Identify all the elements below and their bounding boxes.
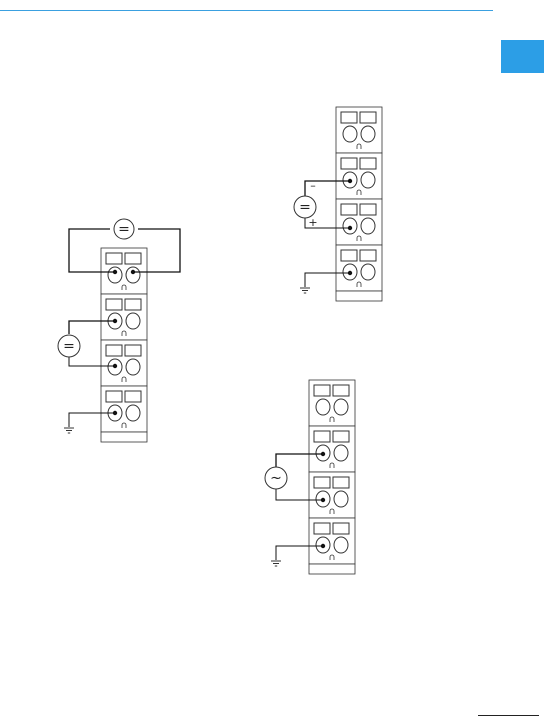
- polarity-plus: +: [308, 216, 317, 229]
- source-symbol: =: [299, 200, 311, 216]
- ground-icon: [64, 428, 74, 433]
- ac-source: ~: [265, 467, 287, 489]
- ground-icon: [300, 288, 310, 293]
- source-symbol: =: [118, 222, 130, 238]
- diagram-left: = =: [58, 219, 180, 442]
- dc-source-mid: =: [58, 335, 80, 357]
- polarity-minus: –: [310, 179, 316, 192]
- diagram-top-right: = – +: [294, 107, 382, 301]
- terminal-strip: [309, 380, 355, 574]
- dc-source-top: =: [114, 219, 134, 239]
- diagram-bottom-right: ~: [265, 380, 355, 574]
- ground-icon: [271, 561, 281, 566]
- terminal-strip: [336, 107, 382, 301]
- source-symbol: =: [63, 339, 75, 355]
- dc-source: =: [294, 196, 316, 218]
- source-symbol: ~: [270, 471, 282, 487]
